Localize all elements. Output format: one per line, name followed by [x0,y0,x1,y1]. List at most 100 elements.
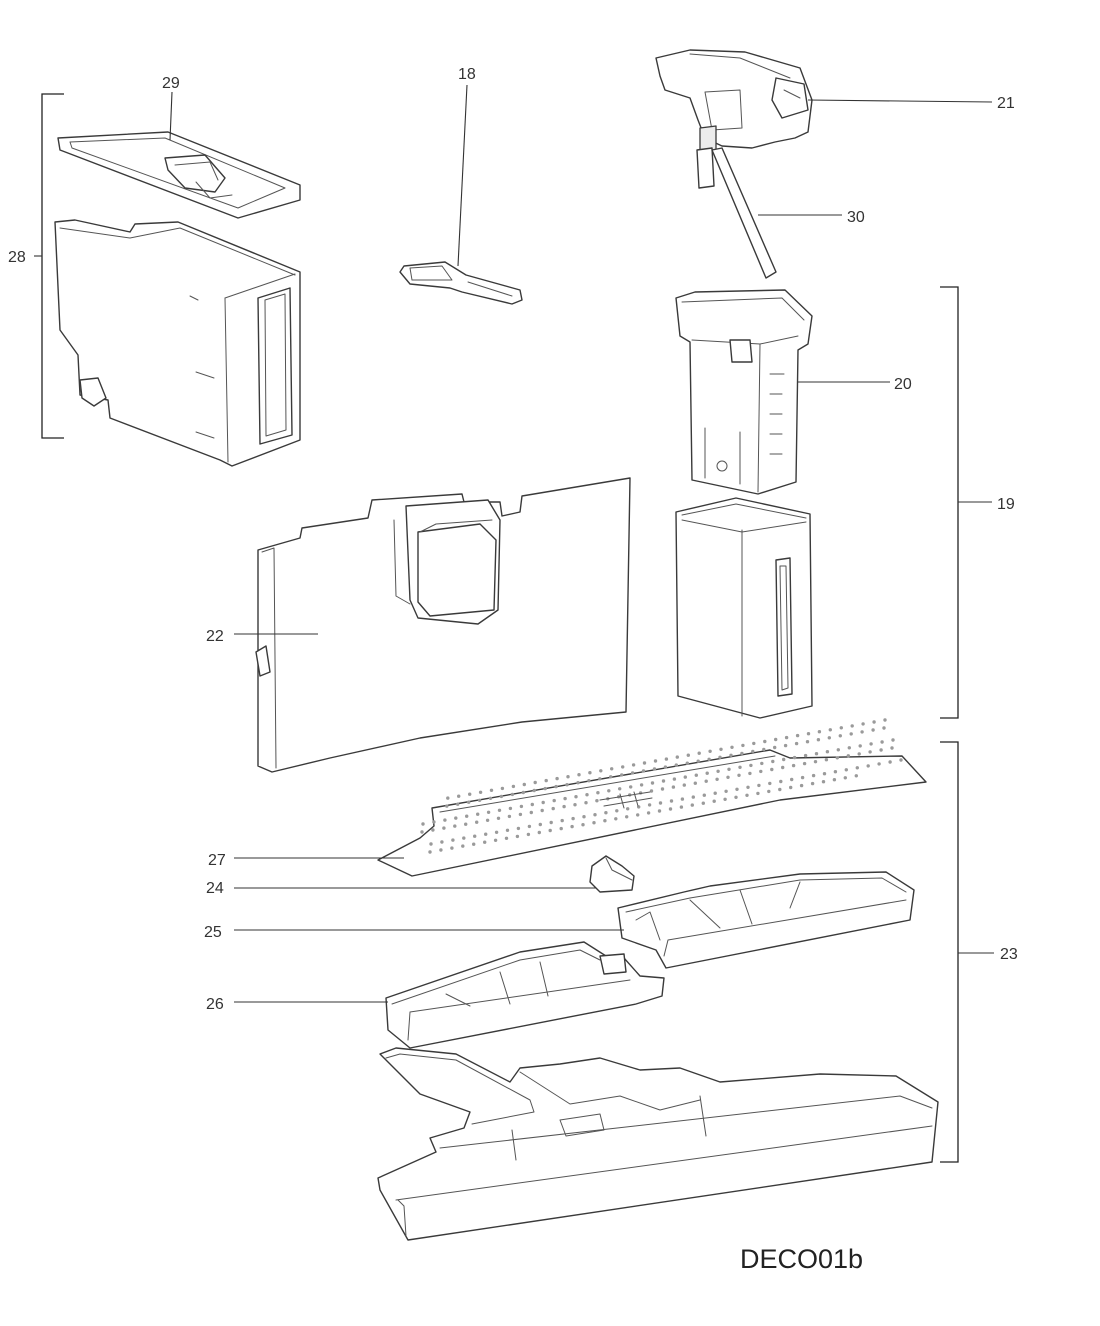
grate-hole [456,802,460,806]
grate-hole [866,764,870,768]
grate-hole [453,824,457,828]
grate-hole [813,760,818,764]
grate-hole [472,842,476,846]
grate-hole [577,773,581,777]
grate-hole [440,840,444,844]
grate-hole [784,735,789,740]
grate-hole [596,791,600,795]
grate-hole [850,724,854,728]
grate-hole [451,838,455,842]
leader-21 [807,99,993,103]
grate-hole [846,754,850,758]
part-29-tank-lid [57,131,301,219]
grate-hole [694,773,698,777]
grate-hole [752,741,756,746]
grate-hole [868,750,872,754]
callout-21: 21 [997,95,1015,112]
grate-hole [560,818,564,823]
grate-hole [701,801,705,805]
grate-hole [610,767,614,771]
grate-hole [629,785,633,789]
grate-hole [595,799,599,803]
grate-hole [708,749,712,753]
grate-hole [593,813,597,817]
grate-hole [639,783,644,787]
grate-hole [468,792,472,796]
grate-hole [484,832,488,836]
grate-hole [888,760,892,764]
part-18-measuring-scoop [399,261,523,305]
grate-hole [489,788,494,792]
grate-hole [805,740,810,744]
callout-22: 22 [206,628,224,645]
grate-hole [510,792,515,797]
grate-hole [762,747,766,752]
grate-hole [552,798,556,803]
grate-hole [584,801,588,805]
grate-hole [541,800,545,805]
grate-hole [507,814,512,819]
grate-hole [759,769,763,774]
grate-hole [543,786,547,791]
grate-hole [682,783,686,787]
part-20-milk-container-inner [675,289,813,495]
grate-hole [500,786,505,791]
grate-hole [729,753,733,757]
grate-hole [803,753,808,758]
grate-hole [641,769,646,773]
grate-hole [740,751,744,756]
grate-hole [770,767,774,772]
grate-hole [858,744,862,748]
grate-hole [445,804,449,808]
grate-hole [789,785,793,790]
grate-hole [891,738,895,742]
grate-hole [791,763,796,768]
grate-hole [626,807,630,811]
grate-hole [790,777,794,782]
part-28-water-tank [54,219,301,467]
grate-hole [693,781,697,785]
grate-hole [473,834,477,838]
grate-hole [657,809,662,813]
grate-hole [822,772,827,776]
grate-hole [570,824,574,829]
grate-hole [621,765,625,769]
grate-hole [760,761,764,766]
grate-hole [649,789,654,793]
grate-hole [439,848,443,852]
grate-hole [683,775,687,779]
grate-hole [646,811,651,815]
grate-hole [527,824,532,829]
grate-hole [774,737,778,742]
grate-hole [521,790,525,795]
grate-hole [795,733,800,738]
grate-hole [519,804,524,809]
grate-hole [746,785,750,789]
grate-hole [574,795,578,799]
grate-hole [836,748,840,752]
grate-hole [855,766,859,770]
grate-hole [647,803,652,807]
grate-hole [664,757,669,761]
callout-28: 28 [8,249,26,266]
grate-hole [734,795,738,799]
grate-hole [581,823,585,827]
grate-hole [614,817,618,821]
part-19-milk-jug [675,497,813,719]
grate-hole [869,742,873,746]
grate-hole [690,803,694,807]
grate-hole [494,830,499,834]
grate-hole [723,797,727,801]
grate-hole [680,797,685,801]
grate-hole [442,826,446,830]
grate-hole [518,812,523,817]
grate-hole [768,781,772,786]
grate-hole [631,763,636,767]
grate-hole [431,828,435,832]
grate-hole [663,765,668,769]
grate-hole [883,718,887,722]
grate-hole [794,741,799,746]
grate-hole [871,728,875,732]
grate-hole [779,779,783,784]
